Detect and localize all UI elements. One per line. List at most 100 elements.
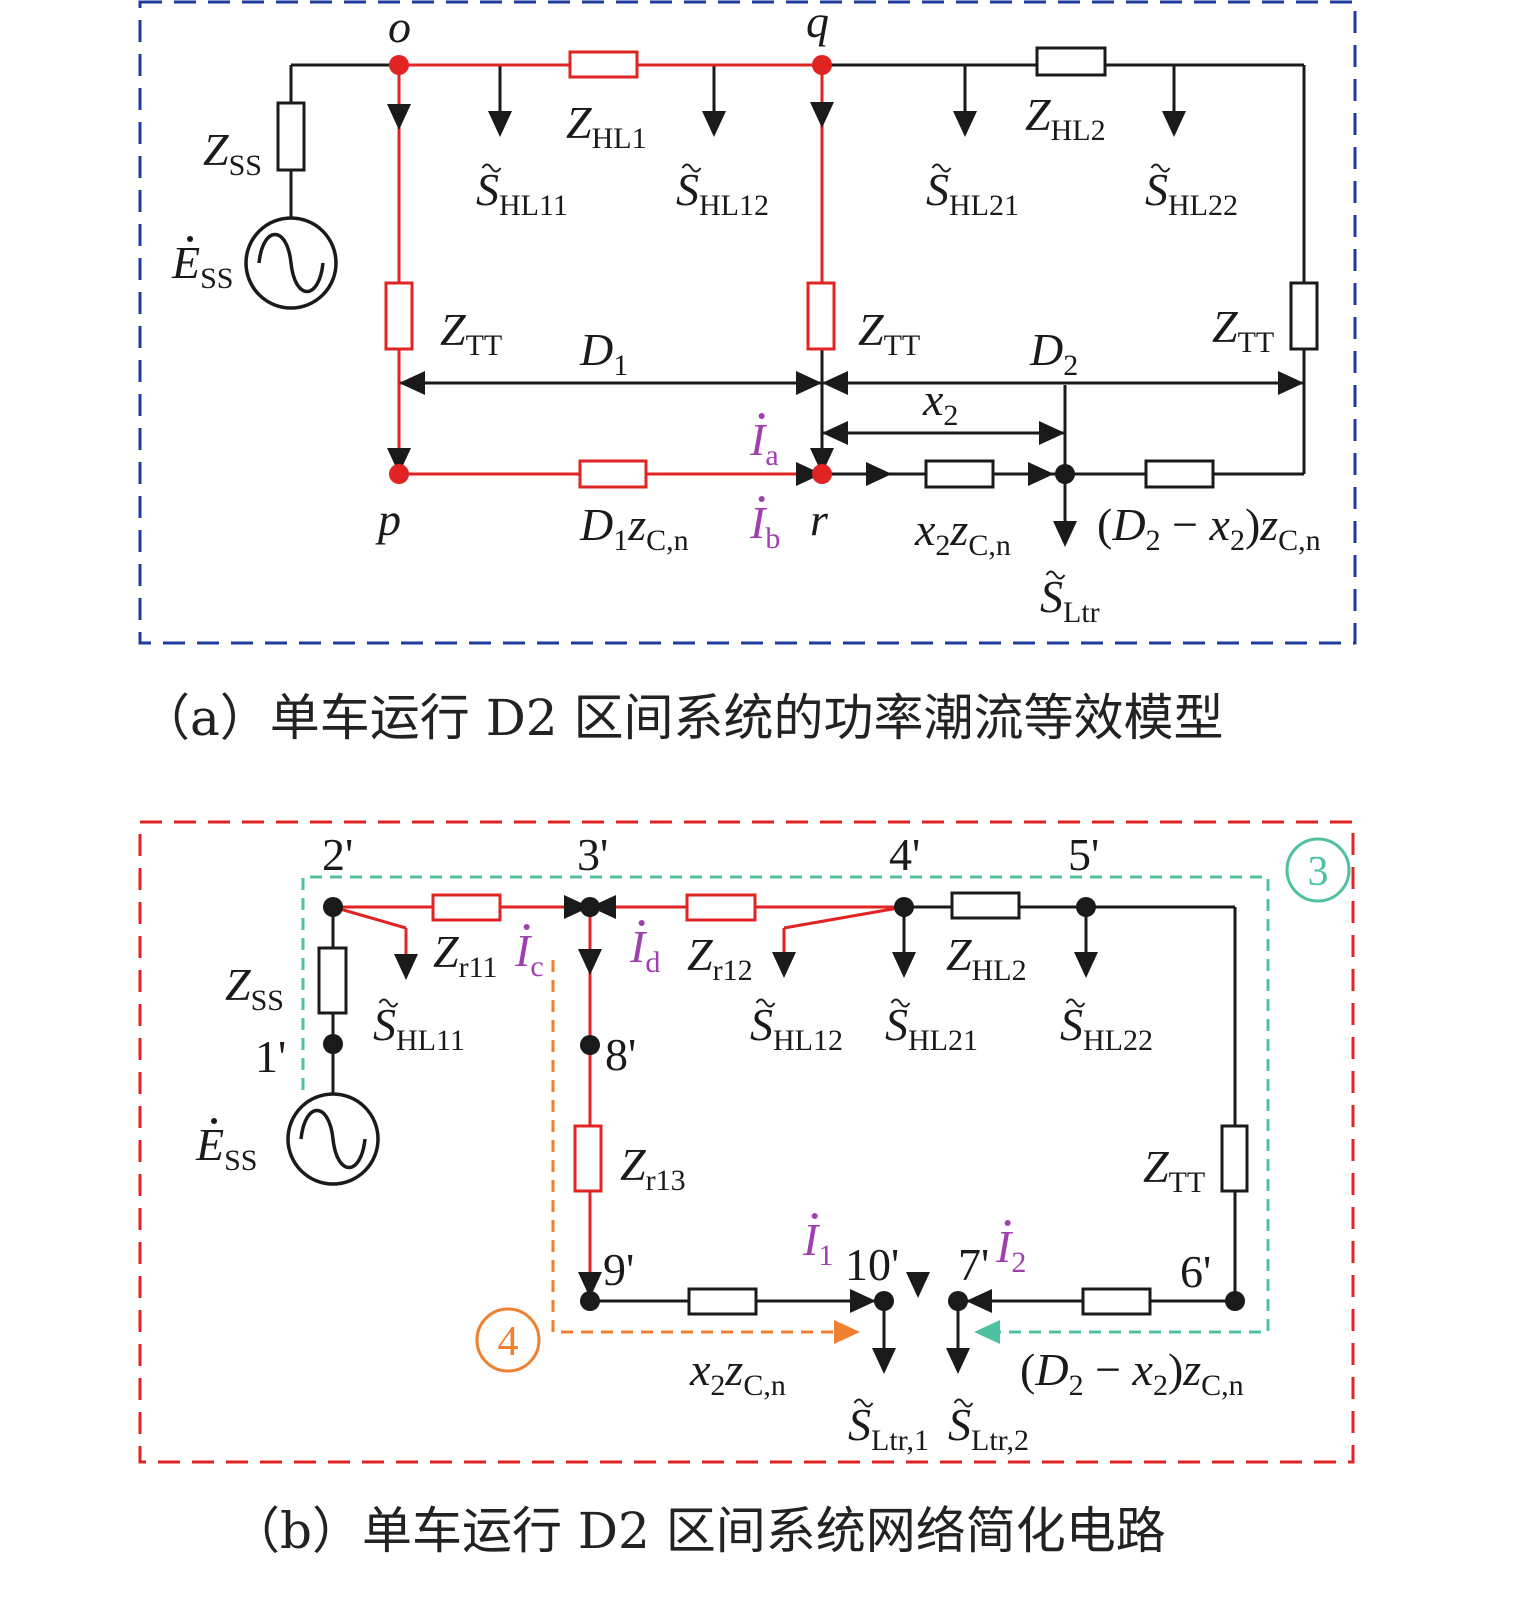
label-part: I — [749, 414, 768, 465]
caption-a: （a）单车运行 D2 区间系统的功率潮流等效模型 — [140, 689, 1224, 747]
resistor — [384, 281, 414, 351]
label-shl21: SHL21 — [885, 999, 978, 1057]
arrow-head-icon — [488, 111, 512, 137]
label-part: a — [765, 439, 778, 472]
label-part: TT — [1169, 1166, 1206, 1199]
label-o: o — [388, 1, 411, 52]
dot-accent-icon — [523, 924, 530, 930]
arrow-head-icon — [399, 371, 425, 395]
label-part: HL12 — [699, 189, 769, 222]
tilde-accent-icon — [853, 1398, 874, 1408]
resistor — [687, 1287, 758, 1316]
label-part: C,n — [646, 524, 689, 557]
label-n3: 3' — [577, 829, 608, 880]
label-part: 6' — [1180, 1246, 1211, 1297]
label-part: E — [171, 237, 200, 288]
tilde-accent-icon — [1045, 570, 1066, 580]
label-part: HL12 — [773, 1024, 843, 1057]
label-part: − — [1161, 499, 1210, 550]
label-part: r11 — [459, 951, 498, 984]
label-part: z — [1182, 1344, 1201, 1395]
node-dot — [580, 1035, 600, 1055]
label-part: S — [1060, 999, 1083, 1050]
tilde-accent-icon — [953, 1398, 974, 1408]
label-r: r — [810, 494, 829, 545]
label-part: 1' — [255, 1031, 286, 1082]
label-part: 4' — [889, 829, 920, 880]
arrow-head-icon — [834, 1320, 860, 1344]
tilde-accent-icon — [378, 998, 399, 1008]
resistor — [1144, 459, 1215, 489]
dot-accent-icon — [758, 496, 765, 502]
label-part: S — [948, 1399, 971, 1450]
resistor — [806, 281, 836, 351]
loop-3-marker: 3 — [1285, 837, 1351, 903]
label-n9: 9' — [603, 1244, 634, 1295]
label-ic: Ic — [514, 925, 544, 983]
loop-3-path — [301, 875, 1270, 1334]
label-part: HL1 — [592, 122, 647, 155]
node-dot — [1225, 1291, 1245, 1311]
label-part: r — [810, 494, 829, 545]
label-part: S — [926, 164, 949, 215]
label-part: TT — [466, 329, 503, 362]
label-part: D — [1029, 324, 1063, 375]
label-sltr: SLtr — [1040, 571, 1100, 629]
resistor — [1289, 281, 1319, 351]
tilde-accent-icon — [931, 163, 952, 173]
label-part: z — [627, 499, 646, 550]
node-dot — [812, 464, 832, 484]
label-ztt1: ZTT — [440, 304, 502, 362]
label-part: x — [914, 504, 936, 555]
label-part: x — [1209, 499, 1231, 550]
label-part: D — [1034, 1344, 1068, 1395]
node-dot — [948, 1291, 968, 1311]
label-part: HL22 — [1168, 189, 1238, 222]
label-part: S — [885, 999, 908, 1050]
label-part: Z — [225, 959, 251, 1010]
sine-wave-icon — [299, 1108, 367, 1170]
label-part: ( — [1097, 499, 1112, 550]
label-part: x — [689, 1344, 711, 1395]
label-part: 5' — [1068, 829, 1099, 880]
arrow-head-icon — [387, 448, 411, 474]
label-part: o — [388, 1, 411, 52]
label-part: SS — [229, 149, 262, 182]
label-n8: 8' — [605, 1029, 636, 1080]
label-part: HL2 — [972, 954, 1027, 987]
label-part: r13 — [646, 1164, 686, 1197]
label-p: p — [375, 494, 401, 545]
arrow-head-icon — [1053, 521, 1077, 547]
label-part: C,n — [743, 1369, 786, 1402]
dot-accent-icon — [1004, 1220, 1011, 1226]
arrow-head-icon — [966, 1289, 992, 1313]
arrow-head-icon — [946, 1348, 970, 1374]
label-zr13: Zr13 — [620, 1139, 686, 1197]
label-part: C,n — [968, 529, 1011, 562]
label-zss: ZSS — [203, 124, 262, 182]
label-part: S — [750, 999, 773, 1050]
resistor — [276, 101, 306, 172]
label-ess: ESS — [195, 1119, 257, 1177]
arrow-head-icon — [974, 1320, 1000, 1344]
label-part: SS — [200, 262, 233, 295]
resistor — [431, 893, 502, 922]
label-x2: x2 — [922, 374, 958, 432]
node-dot — [389, 464, 409, 484]
label-shl11: SHL11 — [373, 999, 465, 1057]
label-n1: 1' — [255, 1031, 286, 1082]
label-part: Z — [566, 97, 592, 148]
label-zr11: Zr11 — [433, 926, 497, 984]
arrow-head-icon — [1278, 371, 1304, 395]
label-part: SS — [251, 984, 284, 1017]
sine-wave-icon — [257, 232, 325, 294]
arrow-head-icon — [892, 952, 916, 978]
label-part: E — [195, 1119, 224, 1170]
label-part: I — [995, 1221, 1014, 1272]
resistor — [1220, 1124, 1249, 1193]
label-part: 2 — [1230, 524, 1245, 557]
label-part: Z — [620, 1139, 646, 1190]
label-q: q — [806, 0, 829, 47]
